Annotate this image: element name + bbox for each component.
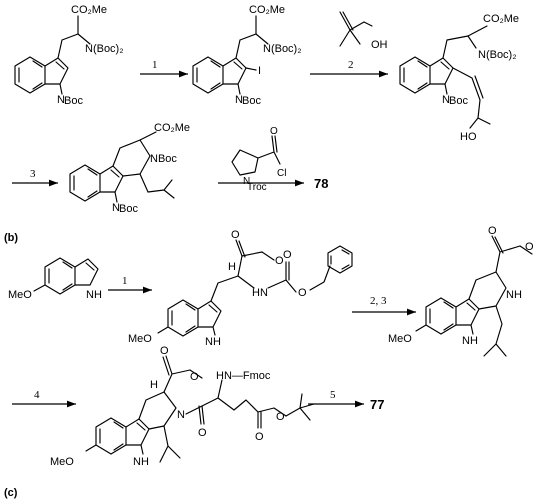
reagent-troc-prolyl-chloride: [231, 135, 281, 176]
step-label: 2: [348, 59, 354, 71]
substituent-o: O: [525, 241, 534, 253]
substituent-co2me: CO₂Me: [71, 4, 107, 16]
product-77: 77: [370, 397, 384, 412]
substituent-o: O: [198, 427, 207, 439]
substituent-meo: MeO: [128, 333, 152, 345]
substituent-oh: OH: [371, 39, 388, 51]
substituent-boc: Boc: [449, 95, 468, 107]
substituent-n: N: [235, 94, 243, 106]
substituent-o: O: [276, 411, 285, 423]
substituent-co2me: CO₂Me: [483, 13, 519, 25]
substituent-o: O: [255, 431, 264, 443]
benzyl-ring: [327, 245, 353, 274]
step-label: 3: [30, 168, 36, 180]
substituent-o: O: [231, 229, 240, 241]
substituent-o: O: [283, 249, 292, 261]
substituent-meo: MeO: [50, 456, 74, 468]
substituent-o: O: [190, 371, 199, 383]
compound-6-methoxyindole: [33, 257, 99, 295]
substituent-nh: NH: [133, 456, 149, 468]
substituent-h: H: [228, 261, 236, 273]
substituent-o: O: [270, 126, 278, 137]
substituent-iodo: I: [258, 65, 261, 77]
step-label: 5: [330, 389, 336, 401]
substituent-n: N: [112, 202, 120, 214]
step-label: 1: [122, 275, 128, 287]
substituent-n: N: [57, 94, 65, 106]
panel-label-b: (b): [4, 232, 18, 244]
substituent-o: O: [275, 255, 284, 267]
substituent-meo: MeO: [8, 289, 32, 301]
substituent-cl: Cl: [277, 168, 286, 179]
substituent-ho: HO: [460, 131, 477, 143]
compound-tetrahydro-carboline: [69, 131, 175, 203]
step-label: 1: [152, 59, 158, 71]
substituent-n: N: [442, 94, 450, 106]
compound-heck-product: [399, 25, 491, 129]
substituent-n: N: [243, 176, 250, 187]
compound-boc-tryptophan: [14, 15, 91, 95]
substituent-nh: NH: [86, 289, 102, 301]
substituent-nh: NH: [462, 335, 478, 347]
substituent-nh: NH: [506, 289, 522, 301]
compound-methoxy-carboline: [415, 235, 533, 357]
substituent-boc: Boc: [242, 95, 261, 107]
step-label: 2, 3: [370, 295, 387, 307]
substituent-troc: Troc: [247, 182, 267, 193]
substituent-nboc: NBoc: [150, 153, 177, 165]
substituent-hn-fmoc: HN—Fmoc: [216, 370, 271, 382]
substituent-nboc2: N(Boc)₂: [478, 49, 517, 61]
compound-fmoc-dipeptide: [85, 355, 315, 463]
compound-2-iodo-tryptophan: [192, 15, 269, 95]
substituent-boc: Boc: [119, 203, 138, 215]
substituent-n: N: [177, 409, 185, 421]
substituent-h: H: [150, 379, 158, 391]
reagent-methylbutenol: [339, 11, 373, 47]
substituent-boc: Boc: [64, 95, 83, 107]
substituent-co2me: CO₂Me: [249, 4, 285, 16]
substituent-co2me: CO₂Me: [154, 122, 190, 134]
product-78: 78: [314, 176, 328, 191]
substituent-nboc2: N(Boc)₂: [85, 43, 124, 55]
substituent-o: O: [488, 225, 497, 237]
substituent-o: O: [160, 345, 169, 357]
substituent-hn: HN: [252, 287, 268, 299]
panel-label-c: (c): [4, 487, 18, 499]
substituent-meo: MeO: [388, 333, 412, 345]
substituent-nh: NH: [205, 336, 221, 348]
compound-cbz-tryptophan: [157, 239, 331, 337]
substituent-o: O: [298, 287, 307, 299]
step-label: 4: [34, 389, 40, 401]
substituent-nboc2: N(Boc)₂: [263, 43, 302, 55]
